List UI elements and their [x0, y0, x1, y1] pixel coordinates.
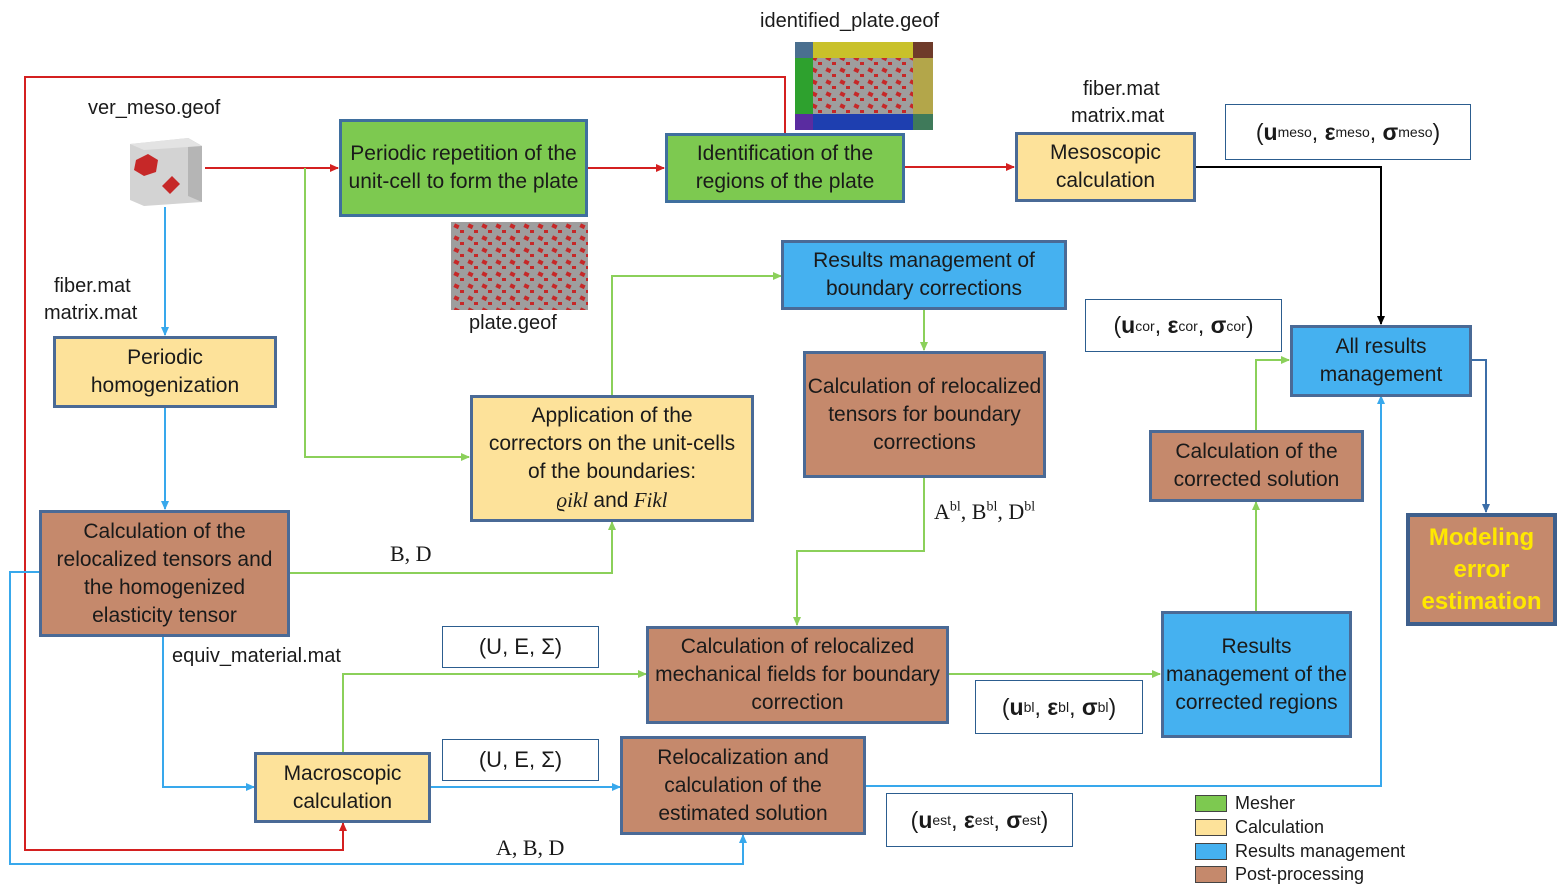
legend-item-results-management: Results management [1195, 841, 1405, 862]
arrow-mesoscopic-to-all-results [1196, 166, 1385, 325]
arrow-bl-to-mechanical-fields [793, 477, 925, 626]
legend-item-calculation: Calculation [1195, 817, 1324, 838]
calc-relocalized-boundary-box: Calculation of relocalized tensors for b… [803, 351, 1046, 478]
plate-mesh-image [451, 222, 588, 310]
identified-plate-image [795, 42, 933, 130]
calc-mechanical-fields-box: Calculation of relocalized mechanical fi… [646, 626, 949, 724]
matrix-mat-top-label: matrix.mat [1071, 105, 1165, 127]
arrow-vermeso-to-application [304, 168, 470, 461]
arrow-red-feedback-loop [24, 76, 786, 851]
application-correctors-text: Application of the correctors on the uni… [488, 404, 736, 483]
calc-corrected-box: Calculation of the corrected solution [1149, 430, 1364, 502]
arrow-application-to-results-boundary [611, 272, 782, 395]
all-results-box: All results management [1290, 325, 1472, 397]
equiv-material-file-label: equiv_material.mat [172, 645, 341, 667]
fiber-mat-top-label: fiber.mat [1083, 78, 1160, 100]
legend-item-post-processing: Post-processing [1195, 864, 1364, 885]
plate-file-label: plate.geof [469, 312, 557, 334]
results-corrected-regions-box: Results management of the corrected regi… [1161, 611, 1352, 738]
mesoscopic-calculation-box: Mesoscopic calculation [1015, 132, 1196, 202]
application-correctors-formula: ϱikl and Fikl [556, 488, 668, 512]
ues-tuple-bottom: (U, E, Σ) [442, 739, 599, 781]
fiber-mat-left-label: fiber.mat [54, 275, 131, 297]
arrow-estimated-to-all-results [866, 395, 1385, 787]
arrow-abd-feedback [9, 571, 747, 865]
legend-swatch-post-processing [1195, 866, 1227, 883]
ues-tuple-top: (U, E, Σ) [442, 626, 599, 668]
legend-item-mesher: Mesher [1195, 793, 1295, 814]
arrow-bd-to-application [290, 521, 616, 574]
legend-swatch-calculation [1195, 819, 1227, 836]
calc-relocalized-homogenized-box: Calculation of the relocalized tensors a… [39, 510, 290, 637]
bd-edge-label: B, D [390, 541, 432, 566]
unit-cell-cube-image [130, 138, 202, 206]
arrow-corrected-to-all-results [1255, 356, 1290, 430]
identified-plate-file-label: identified_plate.geof [760, 10, 940, 32]
application-correctors-box: Application of the correctors on the uni… [470, 395, 754, 522]
legend-swatch-mesher [1195, 795, 1227, 812]
abd-bl-edge-label: Abl, Bbl, Dbl [934, 499, 1036, 524]
matrix-mat-left-label: matrix.mat [44, 302, 138, 324]
abd-edge-label: A, B, D [496, 835, 565, 860]
periodic-homogenization-box: Periodic homogenization [53, 336, 277, 408]
arrow-relocalized-to-macroscopic [162, 637, 255, 791]
macroscopic-calculation-box: Macroscopic calculation [254, 752, 431, 823]
ver-meso-file-label: ver_meso.geof [88, 97, 221, 119]
periodic-repetition-box: Periodic repetition of the unit-cell to … [339, 119, 588, 217]
modeling-error-box: Modeling error estimation [1406, 513, 1557, 626]
arrow-all-results-to-modeling-error [1472, 359, 1490, 513]
arrow-macroscopic-to-mechanical-fields [342, 670, 647, 752]
results-boundary-box: Results management of boundary correctio… [781, 240, 1067, 310]
relocalization-estimated-box: Relocalization and calculation of the es… [620, 736, 866, 835]
legend-swatch-results-management [1195, 843, 1227, 860]
identification-box: Identification of the regions of the pla… [665, 133, 905, 203]
